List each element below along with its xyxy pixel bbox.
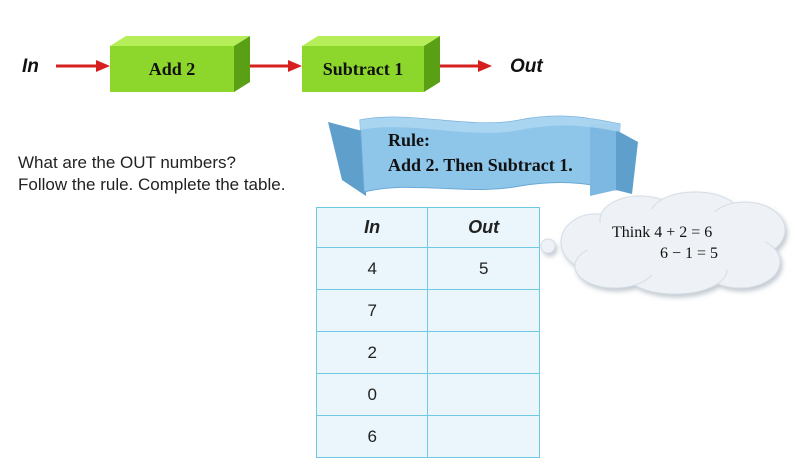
- rule-title: Rule:: [388, 130, 430, 150]
- table-row: 2: [315, 331, 540, 374]
- add-2-label: Add 2: [148, 58, 196, 79]
- table-row: 7: [315, 289, 540, 332]
- cell-out[interactable]: 5: [427, 247, 540, 290]
- cell-out[interactable]: [427, 331, 540, 374]
- cell-out[interactable]: [427, 373, 540, 416]
- in-out-table: In Out 4 5 7 2 0 6: [315, 207, 540, 458]
- arrow-add-to-subtract: [250, 60, 302, 72]
- flow-diagram: [56, 36, 492, 92]
- cell-in: 6: [315, 415, 429, 458]
- table-row: 4 5: [315, 247, 540, 290]
- hint-line-2: 6 − 1 = 5: [660, 245, 719, 262]
- thought-cloud: [540, 191, 786, 295]
- header-out: Out: [427, 207, 540, 248]
- table-header-row: In Out: [315, 207, 540, 248]
- rule-label: Rule: Add 2. Then Subtract 1.: [388, 128, 573, 178]
- subtract-1-label: Subtract 1: [322, 58, 404, 79]
- cell-out[interactable]: [427, 289, 540, 332]
- header-in: In: [315, 207, 429, 248]
- instructions: What are the OUT numbers? Follow the rul…: [18, 152, 285, 196]
- arrow-subtract-to-out: [440, 60, 492, 72]
- cell-in: 4: [315, 247, 429, 290]
- cell-in: 7: [315, 289, 429, 332]
- cell-in: 0: [315, 373, 429, 416]
- rule-ribbon: [328, 115, 638, 196]
- subtract-1-box: [302, 36, 440, 92]
- instructions-line-1: What are the OUT numbers?: [18, 153, 236, 172]
- cell-out[interactable]: [427, 415, 540, 458]
- table-row: 6: [315, 415, 540, 458]
- flow-out-label: Out: [510, 56, 543, 77]
- cell-in: 2: [315, 331, 429, 374]
- add-2-box-label-wrap: Add 2: [110, 46, 234, 92]
- arrow-in-to-add: [56, 60, 110, 72]
- hint-text: Think 4 + 2 = 6 6 − 1 = 5: [612, 222, 718, 264]
- add-2-box: [110, 36, 250, 92]
- hint-line-1: Think 4 + 2 = 6: [612, 224, 713, 241]
- subtract-1-box-label-wrap: Subtract 1: [302, 46, 424, 92]
- table-row: 0: [315, 373, 540, 416]
- rule-text: Add 2. Then Subtract 1.: [388, 155, 573, 175]
- flow-in-label: In: [22, 56, 39, 77]
- instructions-line-2: Follow the rule. Complete the table.: [18, 175, 286, 194]
